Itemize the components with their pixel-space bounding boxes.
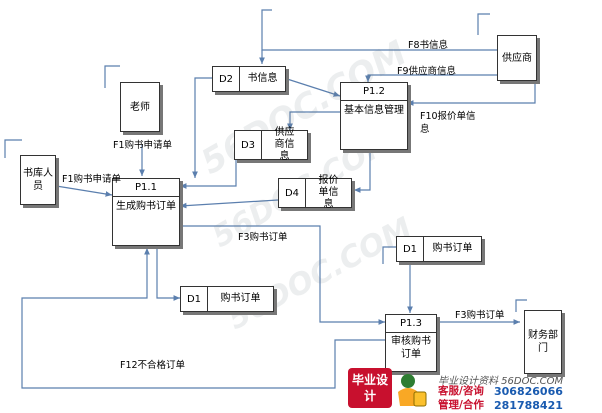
process-p12: P1.2 基本信息管理 [340, 82, 408, 150]
store-name: 报价单信息 [318, 175, 339, 210]
brand-badge: 毕业设计 [348, 368, 392, 408]
flow-d1top-deco [382, 246, 396, 264]
entity-supplier: 供应商 [497, 35, 537, 81]
site-caption: 毕业设计资料 56DOC.COM [438, 376, 564, 387]
flow-f8 [261, 9, 497, 51]
store-id: D2 [213, 67, 240, 91]
process-name: 基本信息管理 [344, 105, 404, 116]
flow-label-f10: F10报价单信息 [420, 111, 476, 135]
store-d4-quote-info: D4 报价单信息 [278, 175, 352, 210]
service-number: 306826066 [494, 385, 563, 398]
flow-librarian-p11 [49, 184, 113, 197]
store-name: 购书订单 [432, 243, 473, 254]
flow-label-f3-mid: F3购书订单 [238, 232, 288, 243]
store-id: D4 [279, 179, 306, 207]
process-id: P1.1 [113, 179, 179, 197]
process-name: 审核购书订单 [391, 336, 431, 360]
flow-f12 [21, 248, 385, 389]
store-d3-supplier-info: D3 供应商信息 [234, 127, 308, 162]
flow-d3-p11 [180, 160, 237, 189]
flow-finance-deco [515, 299, 527, 312]
store-d2-book-info: D2 书信息 [212, 66, 286, 92]
process-name: 生成购书订单 [116, 201, 176, 212]
flow-p11-d1 [156, 246, 180, 301]
flow-p12-d3 [287, 111, 340, 130]
store-id: D1 [397, 237, 424, 261]
store-d1-order-bottom: D1 购书订单 [180, 286, 274, 312]
flow-teacher-deco [104, 65, 120, 88]
entity-finance: 财务部门 [524, 310, 562, 374]
flow-supplier-deco [477, 13, 490, 35]
flow-f10 [407, 82, 536, 106]
flow-d4-p11 [179, 199, 279, 209]
mascot-icon [398, 374, 427, 407]
service-label: 客服/咨询 [438, 385, 484, 397]
store-name: 书信息 [247, 73, 278, 84]
manage-label: 管理/合作 [438, 399, 484, 411]
process-p11: P1.1 生成购书订单 [112, 178, 180, 246]
store-id: D3 [235, 131, 262, 159]
flow-label-f8: F8书信息 [408, 40, 449, 51]
flow-d2-p12 [283, 77, 341, 97]
flow-p11-p13 [180, 225, 385, 325]
entity-librarian: 书库人员 [20, 155, 56, 205]
flow-f9 [365, 74, 497, 82]
store-name: 购书订单 [220, 293, 261, 304]
flow-label-f12: F12不合格订单 [120, 360, 186, 371]
flow-label-f3-finance: F3购书订单 [455, 310, 505, 321]
flow-librarian-deco [4, 139, 22, 158]
store-id: D1 [181, 287, 208, 311]
process-id: P1.2 [341, 83, 407, 101]
flow-p12-d4 [354, 151, 371, 193]
entity-teacher: 老师 [120, 82, 160, 132]
store-name: 供应商信息 [274, 127, 295, 162]
flow-label-f9: F9供应商信息 [397, 66, 457, 77]
flow-label-f1-teacher: F1购书申请单 [113, 140, 173, 151]
process-p13: P1.3 审核购书订单 [385, 314, 437, 372]
flow-d2-p11 [192, 77, 212, 178]
flow-label-f1-librarian: F1购书申请单 [62, 174, 122, 185]
process-id: P1.3 [386, 315, 436, 333]
manage-number: 281788421 [494, 399, 563, 412]
store-d1-order-top: D1 购书订单 [396, 236, 482, 262]
